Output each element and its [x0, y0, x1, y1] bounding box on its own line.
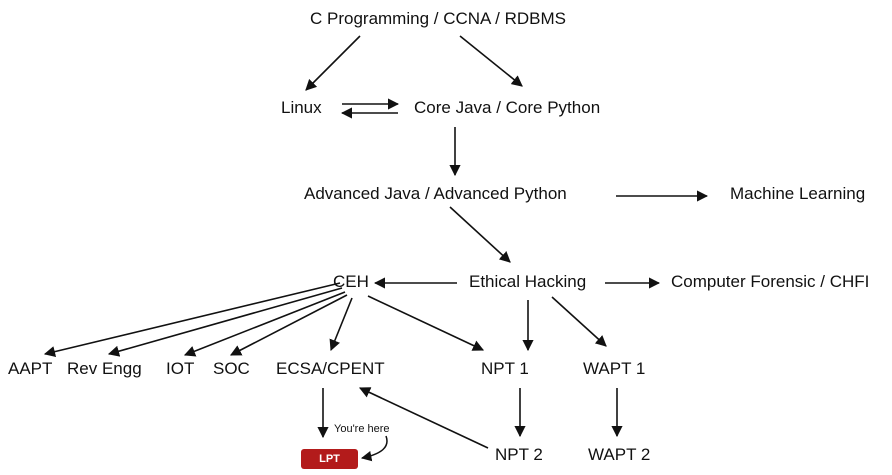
- edge-ceh-to-npt1: [367, 295, 485, 351]
- node-wapt1: WAPT 1: [583, 359, 646, 378]
- node-npt1: NPT 1: [481, 359, 529, 378]
- edge-ceh-to-soc: [230, 294, 348, 356]
- node-ceh: CEH: [333, 272, 369, 291]
- edge-ceh-to-aapt: [43, 282, 341, 358]
- you-are-here-pointer: [360, 435, 388, 462]
- edge-foundations-to-core: [459, 35, 523, 87]
- node-aapt: AAPT: [8, 359, 53, 378]
- node-core-java-python: Core Java / Core Python: [414, 98, 601, 117]
- node-advanced-java-python: Advanced Java / Advanced Python: [304, 184, 567, 203]
- edge-advanced-to-ethical: [449, 206, 511, 263]
- node-soc: SOC: [213, 359, 250, 378]
- node-machine-learning: Machine Learning: [730, 184, 866, 203]
- node-iot: IOT: [166, 359, 195, 378]
- edge-ethical-to-wapt1: [551, 296, 607, 347]
- node-npt2: NPT 2: [495, 445, 543, 464]
- node-rev-engg: Rev Engg: [67, 359, 142, 378]
- node-wapt2: WAPT 2: [588, 445, 651, 464]
- lpt-badge: LPT: [301, 449, 358, 469]
- node-ecsa-cpent: ECSA/CPENT: [276, 359, 385, 378]
- edge-ceh-to-ecsa: [329, 297, 353, 352]
- you-are-here-note: You're here: [334, 423, 390, 435]
- node-ethical-hacking: Ethical Hacking: [469, 272, 587, 291]
- node-computer-forensic: Computer Forensic / CHFI: [671, 272, 870, 291]
- edge-foundations-to-linux: [305, 35, 361, 91]
- edge-ceh-to-iot: [183, 291, 346, 357]
- node-foundations: C Programming / CCNA / RDBMS: [310, 9, 566, 28]
- edge-npt2-to-ecsa: [358, 387, 489, 449]
- edge-ceh-to-reveng: [107, 287, 343, 357]
- node-linux: Linux: [281, 98, 322, 117]
